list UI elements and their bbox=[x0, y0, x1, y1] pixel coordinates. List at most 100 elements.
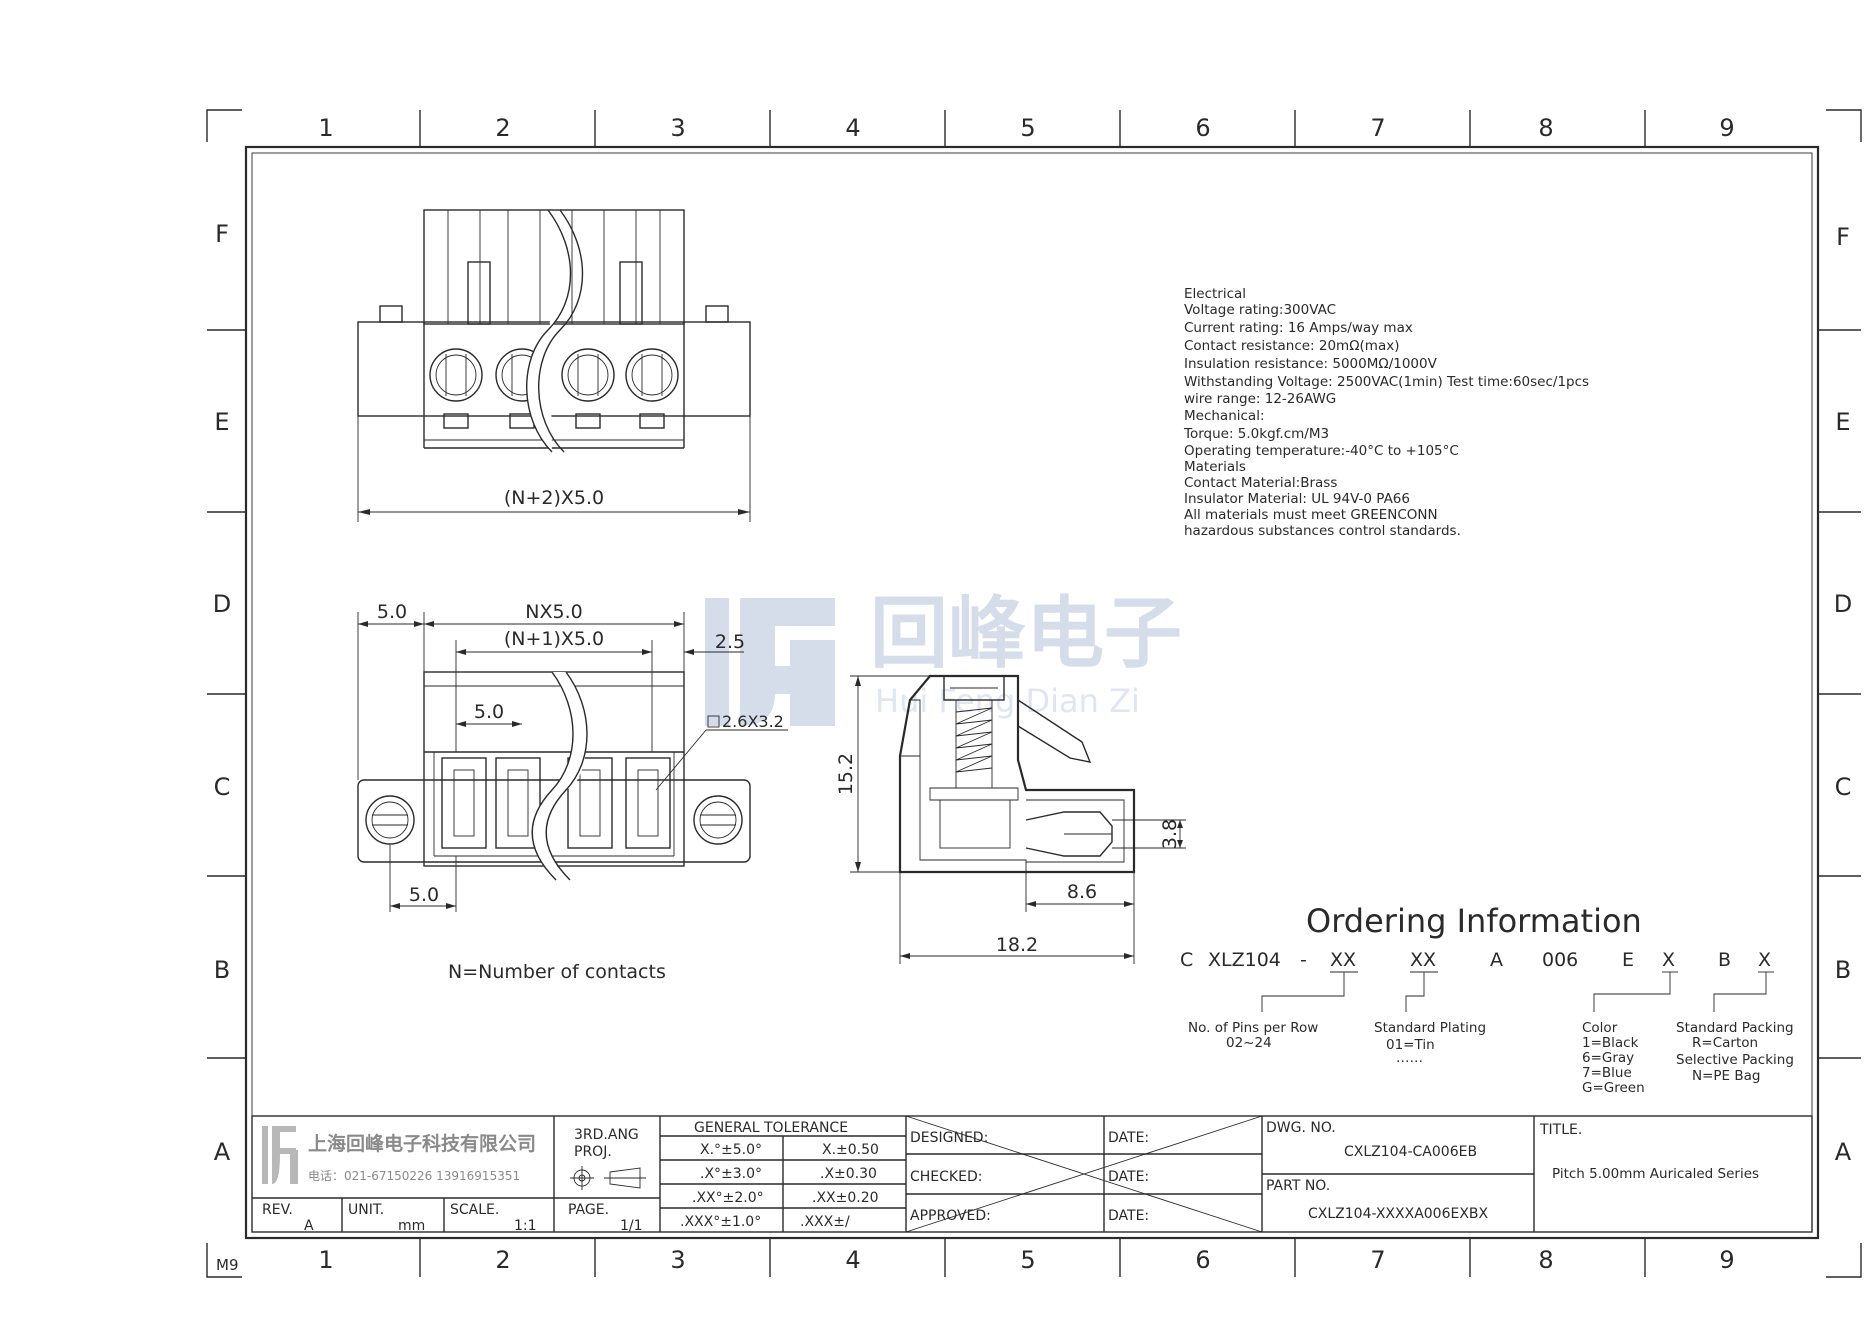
tolerance-angle: .X°±3.0° bbox=[700, 1166, 762, 1182]
code-part: X bbox=[1662, 949, 1675, 971]
ordering-info: Ordering Information C XLZ104 - XX XX A … bbox=[1180, 902, 1794, 1096]
corner-label: M9 bbox=[216, 1256, 239, 1274]
watermark-chinese: 回峰电子 bbox=[870, 589, 1182, 679]
top-n1-dim: (N+1)X5.0 bbox=[504, 628, 604, 650]
spec-line: Withstanding Voltage: 2500VAC(1min) Test… bbox=[1184, 374, 1589, 390]
top-nx-dim: NX5.0 bbox=[525, 601, 582, 623]
color-option: G=Green bbox=[1582, 1080, 1645, 1096]
ordering-title: Ordering Information bbox=[1306, 902, 1642, 940]
tolerance-linear: X.±0.50 bbox=[822, 1142, 879, 1158]
unit-value: mm bbox=[398, 1218, 425, 1234]
rev-value: A bbox=[304, 1218, 314, 1234]
row-label-right-a: A bbox=[1835, 1138, 1852, 1166]
col-label-bottom-5: 5 bbox=[1020, 1246, 1035, 1274]
top-view: 5.0 NX5.0 (N+1)X5.0 2.5 5.0 2.6X3.2 5.0 … bbox=[357, 601, 788, 983]
dwg-no: CXLZ104-CA006EB bbox=[1344, 1144, 1477, 1160]
col-label-bottom-1: 1 bbox=[318, 1246, 333, 1274]
spec-line: Torque: 5.0kgf.cm/M3 bbox=[1183, 426, 1329, 442]
code-part: 006 bbox=[1542, 949, 1578, 971]
watermark-logo-icon bbox=[705, 598, 835, 726]
sheet-frame: 1 2 3 4 5 6 7 8 9 1 2 3 4 5 6 7 8 9 F E … bbox=[206, 109, 1862, 1278]
col-label-top-9: 9 bbox=[1719, 114, 1734, 142]
watermark: 回峰电子 Hui Feng Dian Zi bbox=[705, 589, 1182, 726]
projection-line-1: 3RD.ANG bbox=[574, 1127, 639, 1143]
code-part: X bbox=[1758, 949, 1771, 971]
tolerance-angle: .XXX°±1.0° bbox=[680, 1214, 761, 1230]
page-label: PAGE. bbox=[568, 1202, 609, 1218]
row-label-left-c: C bbox=[214, 773, 231, 801]
color-option: 7=Blue bbox=[1582, 1065, 1632, 1081]
spec-line: Insulation resistance: 5000MΩ/1000V bbox=[1184, 356, 1438, 372]
col-label-top-8: 8 bbox=[1538, 114, 1553, 142]
color-option: 1=Black bbox=[1582, 1035, 1639, 1051]
packing-label: Standard Packing bbox=[1676, 1020, 1794, 1036]
pins-range: 02~24 bbox=[1226, 1035, 1272, 1051]
row-label-right-f: F bbox=[1836, 223, 1850, 251]
plating-more: …… bbox=[1396, 1050, 1423, 1066]
packing-pe: N=PE Bag bbox=[1692, 1068, 1760, 1084]
row-label-right-b: B bbox=[1835, 956, 1851, 984]
company-name: 上海回峰电子科技有限公司 bbox=[308, 1132, 536, 1155]
color-option: 6=Gray bbox=[1582, 1050, 1634, 1066]
tolerance-linear: .X±0.30 bbox=[820, 1166, 877, 1182]
spec-line: Insulator Material: UL 94V-0 PA66 bbox=[1184, 491, 1410, 507]
packing-carton: R=Carton bbox=[1692, 1035, 1758, 1051]
specs-block: Electrical Voltage rating:300VAC Current… bbox=[1183, 286, 1589, 539]
spec-line: Operating temperature:-40°C to +105°C bbox=[1184, 443, 1459, 459]
spec-line: Current rating: 16 Amps/way max bbox=[1184, 320, 1413, 336]
side-total-dim: 18.2 bbox=[996, 934, 1038, 956]
col-label-top-3: 3 bbox=[670, 114, 685, 142]
col-label-top-1: 1 bbox=[318, 114, 333, 142]
row-label-right-c: C bbox=[1835, 773, 1852, 801]
rev-label: REV. bbox=[262, 1202, 293, 1218]
page-value: 1/1 bbox=[620, 1218, 643, 1234]
row-label-left-e: E bbox=[214, 408, 229, 436]
designed-label: DESIGNED: bbox=[910, 1130, 988, 1146]
code-part: - bbox=[1300, 949, 1307, 971]
company-phone: 电话：021-67150226 13916915351 bbox=[308, 1169, 520, 1183]
spec-line: Voltage rating:300VAC bbox=[1184, 302, 1336, 318]
checked-label: CHECKED: bbox=[910, 1169, 982, 1185]
designed-date-label: DATE: bbox=[1108, 1130, 1149, 1146]
code-part: E bbox=[1622, 949, 1634, 971]
col-label-bottom-9: 9 bbox=[1719, 1246, 1734, 1274]
spec-line: Mechanical: bbox=[1184, 408, 1265, 424]
col-label-top-2: 2 bbox=[495, 114, 510, 142]
top-bottom-dim: 5.0 bbox=[409, 884, 439, 906]
front-view: (N+2)X5.0 bbox=[357, 209, 751, 522]
tolerance-angle: X.°±5.0° bbox=[700, 1142, 762, 1158]
front-width-dim: (N+2)X5.0 bbox=[504, 487, 604, 509]
watermark-pinyin: Hui Feng Dian Zi bbox=[875, 682, 1140, 720]
side-pin-dim: 3.8 bbox=[1159, 819, 1181, 849]
spec-line: hazardous substances control standards. bbox=[1184, 523, 1461, 539]
drawing-title: Pitch 5.00mm Auricaled Series bbox=[1552, 1166, 1759, 1182]
row-label-left-b: B bbox=[214, 956, 230, 984]
col-label-top-5: 5 bbox=[1020, 114, 1035, 142]
dwg-no-label: DWG. NO. bbox=[1266, 1120, 1336, 1136]
row-label-right-e: E bbox=[1835, 408, 1850, 436]
code-part: XX bbox=[1410, 949, 1436, 971]
top-pitch-dim: 5.0 bbox=[474, 701, 504, 723]
approved-label: APPROVED: bbox=[910, 1208, 991, 1224]
projection-icon bbox=[570, 1166, 646, 1190]
col-label-bottom-8: 8 bbox=[1538, 1246, 1553, 1274]
checked-date-label: DATE: bbox=[1108, 1169, 1149, 1185]
tolerance-linear: .XXX±/ bbox=[800, 1214, 850, 1230]
col-label-bottom-7: 7 bbox=[1370, 1246, 1385, 1274]
spec-line: Contact Material:Brass bbox=[1184, 475, 1337, 491]
title-label: TITLE. bbox=[1539, 1122, 1582, 1138]
spec-line: Contact resistance: 20mΩ(max) bbox=[1184, 338, 1399, 354]
col-label-top-4: 4 bbox=[845, 114, 860, 142]
col-label-bottom-4: 4 bbox=[845, 1246, 860, 1274]
row-label-right-d: D bbox=[1834, 590, 1852, 618]
tolerance-linear: .XX±0.20 bbox=[812, 1190, 879, 1206]
col-label-bottom-3: 3 bbox=[670, 1246, 685, 1274]
plating-tin: 01=Tin bbox=[1386, 1037, 1435, 1053]
spec-line: wire range: 12-26AWG bbox=[1184, 391, 1336, 407]
color-label: Color bbox=[1582, 1020, 1618, 1036]
tolerance-title: GENERAL TOLERANCE bbox=[694, 1120, 848, 1136]
side-pin-len-dim: 8.6 bbox=[1067, 881, 1097, 903]
top-hole-dim: 2.6X3.2 bbox=[722, 712, 784, 731]
tolerance-angle: .XX°±2.0° bbox=[692, 1190, 764, 1206]
